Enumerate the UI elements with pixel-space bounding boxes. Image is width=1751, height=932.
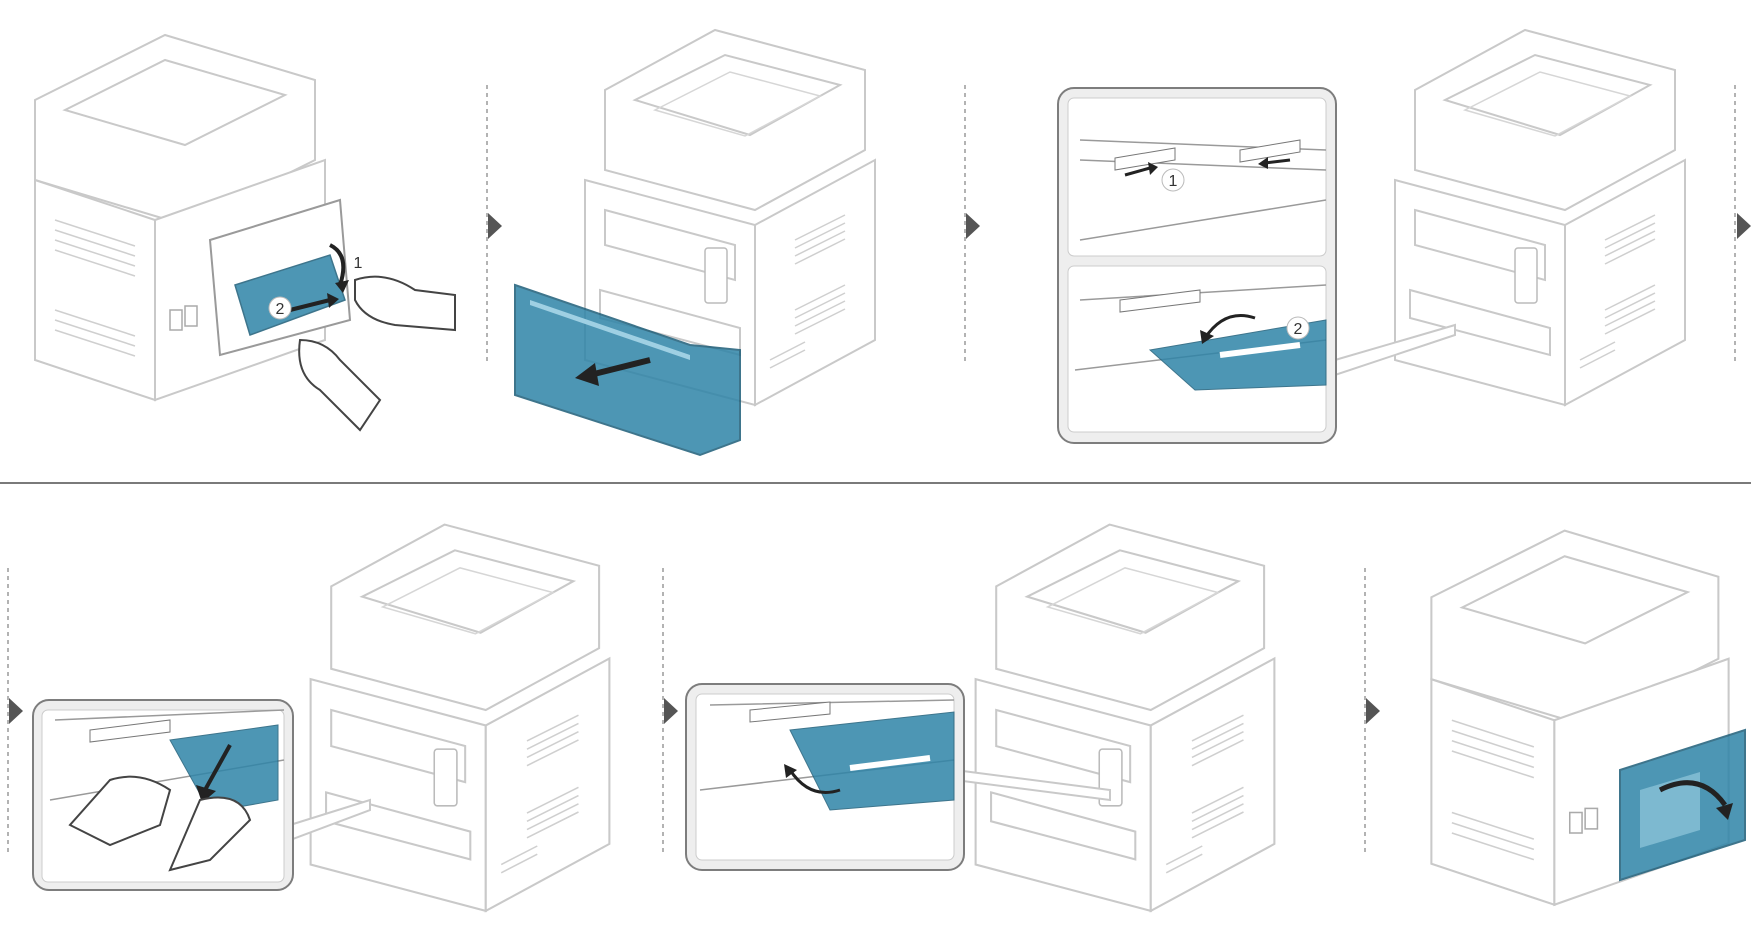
- curved-arrow-icon: [328, 243, 346, 286]
- jammed-paper: [169, 724, 279, 813]
- play-triangle-icon: [488, 213, 502, 239]
- step-panel-4: [32, 523, 611, 912]
- inner-guide: [789, 711, 955, 811]
- curved-arrow-icon: [788, 769, 841, 794]
- play-triangle-icon: [664, 698, 678, 724]
- jammed-paper: [234, 254, 346, 336]
- step-marker-2-label: 2: [276, 301, 285, 318]
- step-marker-1: [1161, 168, 1185, 192]
- curved-arrow-icon: [1658, 780, 1728, 807]
- left-hand: [68, 775, 172, 847]
- pull-arrow-icon: [203, 744, 232, 791]
- step-panel-5: [685, 523, 1276, 912]
- step-marker-2-inset: [1286, 316, 1310, 340]
- right-hand: [354, 275, 456, 332]
- step-marker-2: [268, 296, 292, 320]
- step-marker-2-inset-label: 2: [1294, 321, 1303, 338]
- pull-arrow-icon: [589, 357, 651, 378]
- step-marker-1-inset-label: 1: [1169, 173, 1178, 190]
- step-panel-3: 1 2: [1057, 28, 1687, 444]
- straight-arrow-icon: [289, 298, 331, 312]
- play-triangle-icon: [1737, 213, 1751, 239]
- step-panel-2: [514, 28, 877, 457]
- left-hand: [298, 338, 382, 432]
- play-triangle-icon: [1366, 698, 1380, 724]
- right-hand: [168, 796, 252, 872]
- step-panel-6: [1430, 529, 1746, 906]
- play-triangle-icon: [9, 698, 23, 724]
- step-panel-1: 2 1: [33, 33, 456, 432]
- step-marker-1-label: 1: [354, 255, 363, 272]
- curved-arrow-icon: [1203, 314, 1256, 339]
- paper-tray: [514, 283, 741, 457]
- play-triangle-icon: [966, 213, 980, 239]
